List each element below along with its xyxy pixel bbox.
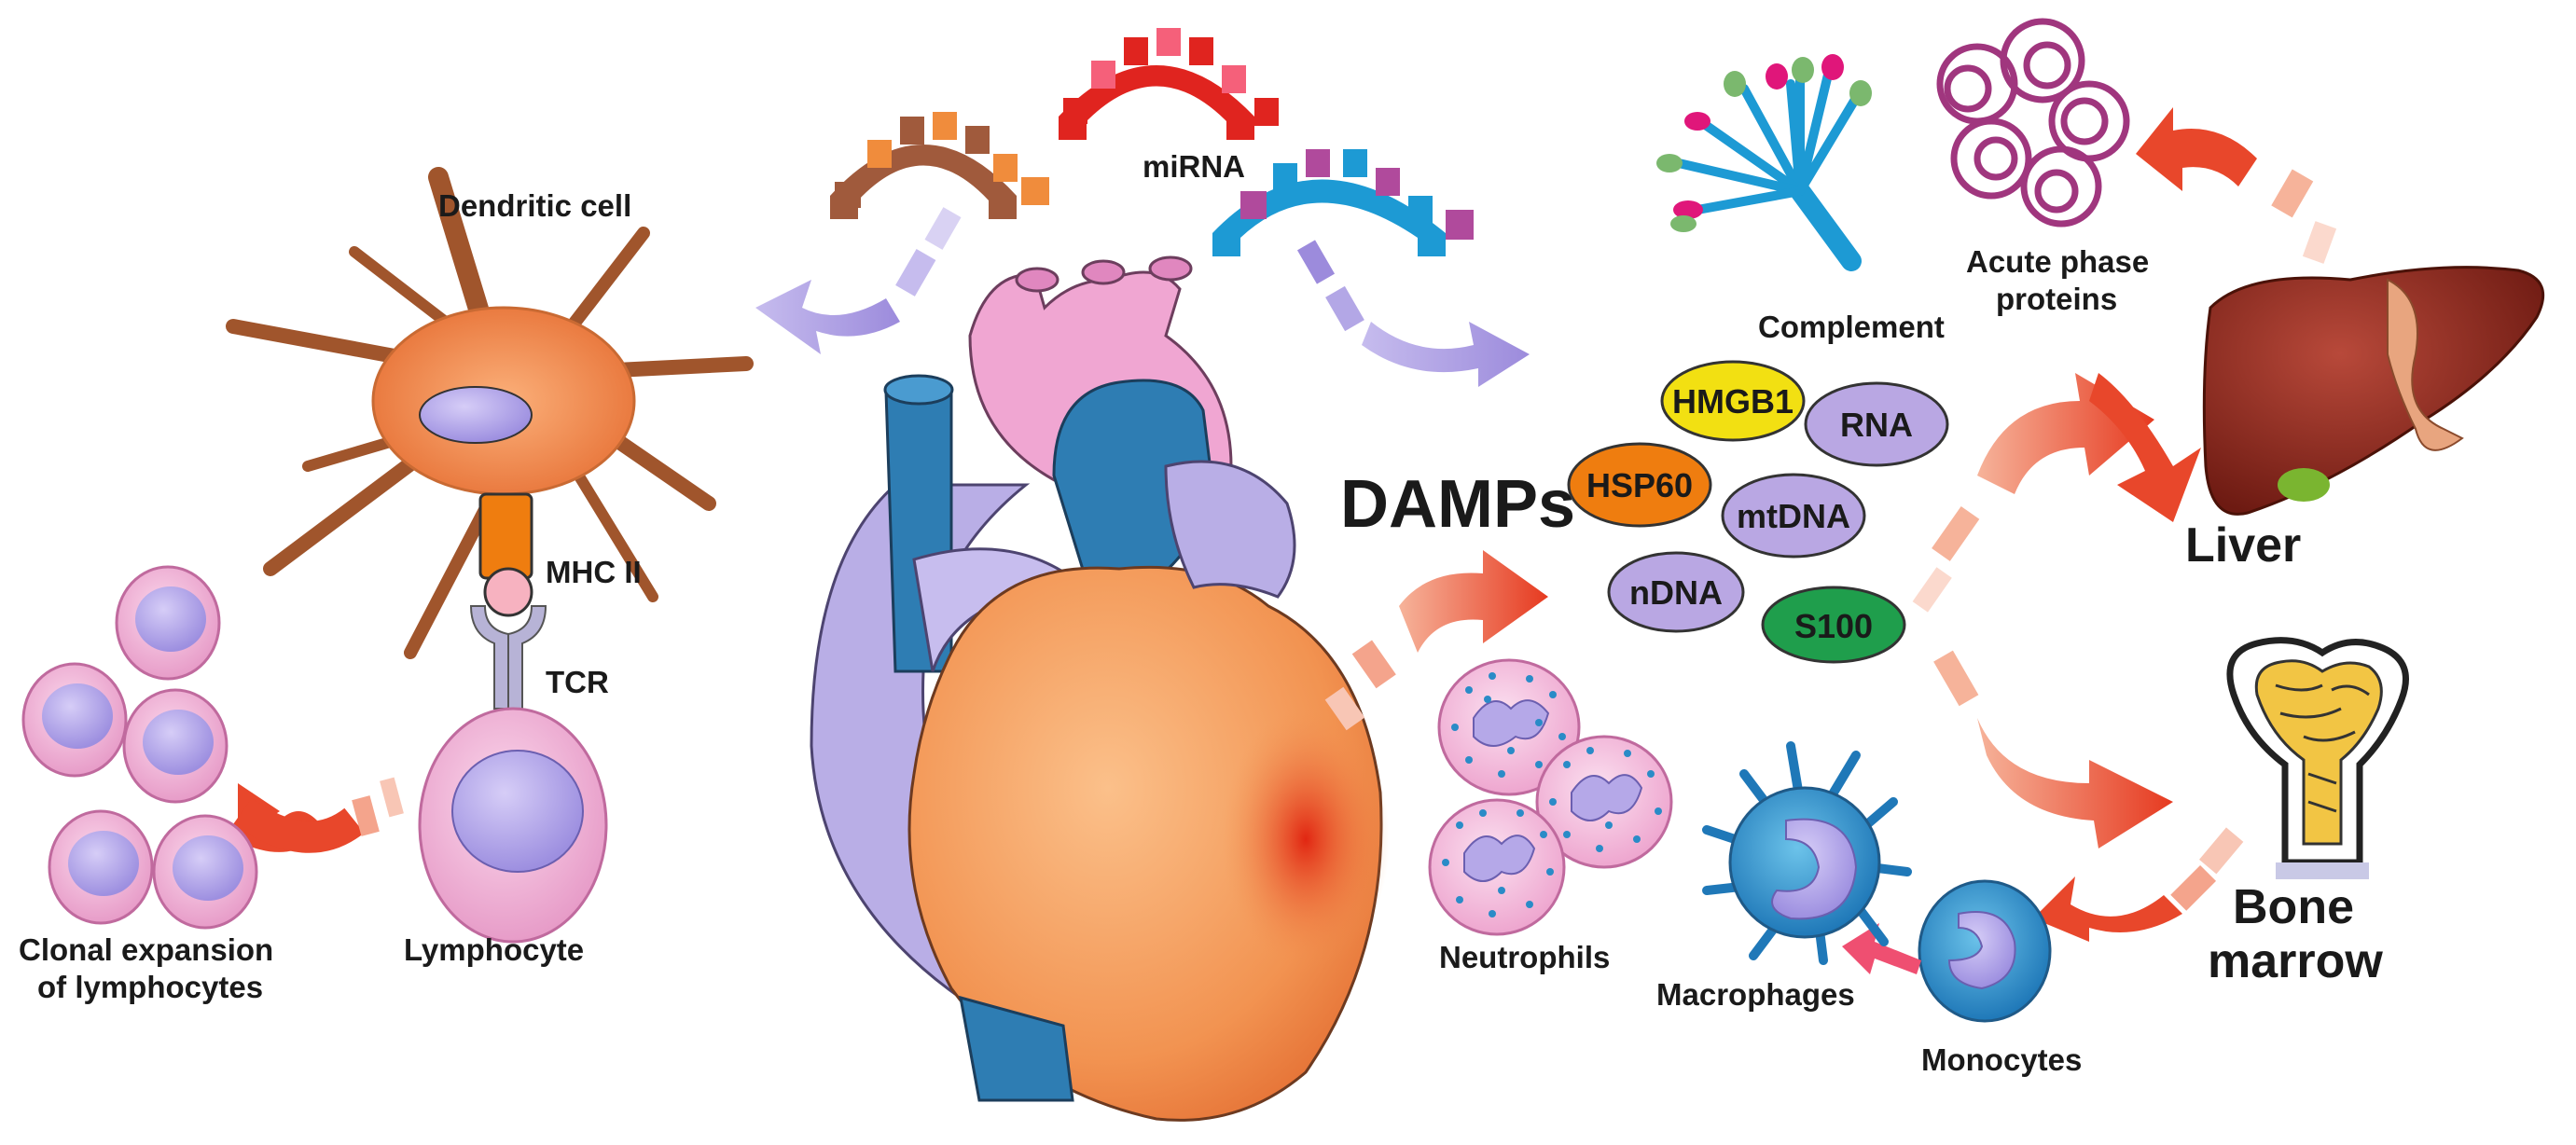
lymphocyte-label: Lymphocyte: [404, 932, 584, 967]
clonal-expansion-label-1: Clonal expansion: [19, 932, 273, 967]
damp-rna-text: RNA: [1840, 406, 1913, 444]
acute-phase-proteins: [1936, 18, 2130, 228]
bone-marrow: [2226, 637, 2409, 879]
arrow-damps-to-bone-marrow: [1933, 650, 2173, 848]
monocyte: [1918, 879, 2052, 1023]
heart: [810, 255, 1390, 1122]
mhc-label: MHC II: [546, 555, 642, 589]
arrow-bone-to-monocytes: [2033, 827, 2244, 942]
damp-hmgb1: HMGB1: [1660, 360, 1806, 442]
lymphocyte: [418, 707, 608, 944]
damp-s100-text: S100: [1794, 607, 1873, 645]
damps-label: DAMPs: [1340, 467, 1575, 542]
damp-ndna: nDNA: [1607, 551, 1745, 633]
liver-label: Liver: [2185, 518, 2301, 572]
acute-phase-label-1: Acute phase: [1966, 244, 2149, 279]
neutrophil-2: [1535, 735, 1673, 869]
damp-hsp60-bubble: [1567, 442, 1712, 528]
neutrophil-3: [1428, 798, 1566, 936]
complement-label: Complement: [1758, 310, 1945, 344]
mhc-ii-molecule: [478, 492, 533, 617]
clonal-lymphocytes: [21, 565, 258, 930]
arrow-damps-to-liver: [1912, 373, 2201, 613]
damp-ndna-text: nDNA: [1629, 573, 1723, 612]
arrow-mirna-left: [755, 207, 962, 354]
arrow-monocytes-to-macrophages: [1842, 923, 1921, 974]
liver: [2202, 266, 2545, 516]
neutrophil-1: [1437, 658, 1581, 796]
mirna-strand-blue: [1212, 149, 1474, 256]
clonal-expansion-label-2: of lymphocytes: [37, 970, 263, 1004]
damp-s100-bubble: [1761, 586, 1906, 664]
acute-phase-label-2: proteins: [1996, 282, 2117, 316]
damp-s100: S100: [1761, 586, 1906, 664]
tcr-receptor: [469, 605, 547, 710]
damp-mtdna-text: mtDNA: [1737, 497, 1850, 535]
neutrophils-label: Neutrophils: [1439, 940, 1610, 974]
bone-marrow-label-1: Bone: [2233, 880, 2354, 934]
macrophage: [1702, 741, 1912, 965]
arrow-mirna-right: [1296, 240, 1530, 387]
arrow-liver-to-acute: [2136, 107, 2337, 264]
damp-hsp60-text: HSP60: [1586, 466, 1693, 504]
damp-hsp60: HSP60: [1567, 442, 1712, 528]
damp-rna-bubble: [1804, 381, 1949, 467]
damp-mtdna-bubble: [1721, 473, 1866, 559]
damp-mtdna: mtDNA: [1721, 473, 1866, 559]
damp-rna: RNA: [1804, 381, 1949, 467]
mirna-label: miRNA: [1143, 149, 1245, 184]
dendritic-cell: [226, 167, 754, 659]
arrow-heart-to-damps: [1324, 550, 1548, 731]
damp-hmgb1-text: HMGB1: [1672, 382, 1794, 421]
dendritic-cell-label: Dendritic cell: [438, 188, 631, 223]
bone-marrow-label-2: marrow: [2208, 934, 2383, 988]
tcr-label: TCR: [546, 665, 609, 699]
mirna-strand-brown: [830, 112, 1049, 219]
damp-ndna-bubble: [1607, 551, 1745, 633]
monocytes-label: Monocytes: [1921, 1042, 2082, 1077]
mirna-strand-red: [1059, 28, 1279, 140]
damp-hmgb1-bubble: [1660, 360, 1806, 442]
complement-molecule: [1656, 54, 1872, 271]
arrow-lymph-to-clonal: [233, 777, 404, 853]
macrophages-label: Macrophages: [1656, 977, 1855, 1012]
neutrophils: [1428, 658, 1673, 936]
